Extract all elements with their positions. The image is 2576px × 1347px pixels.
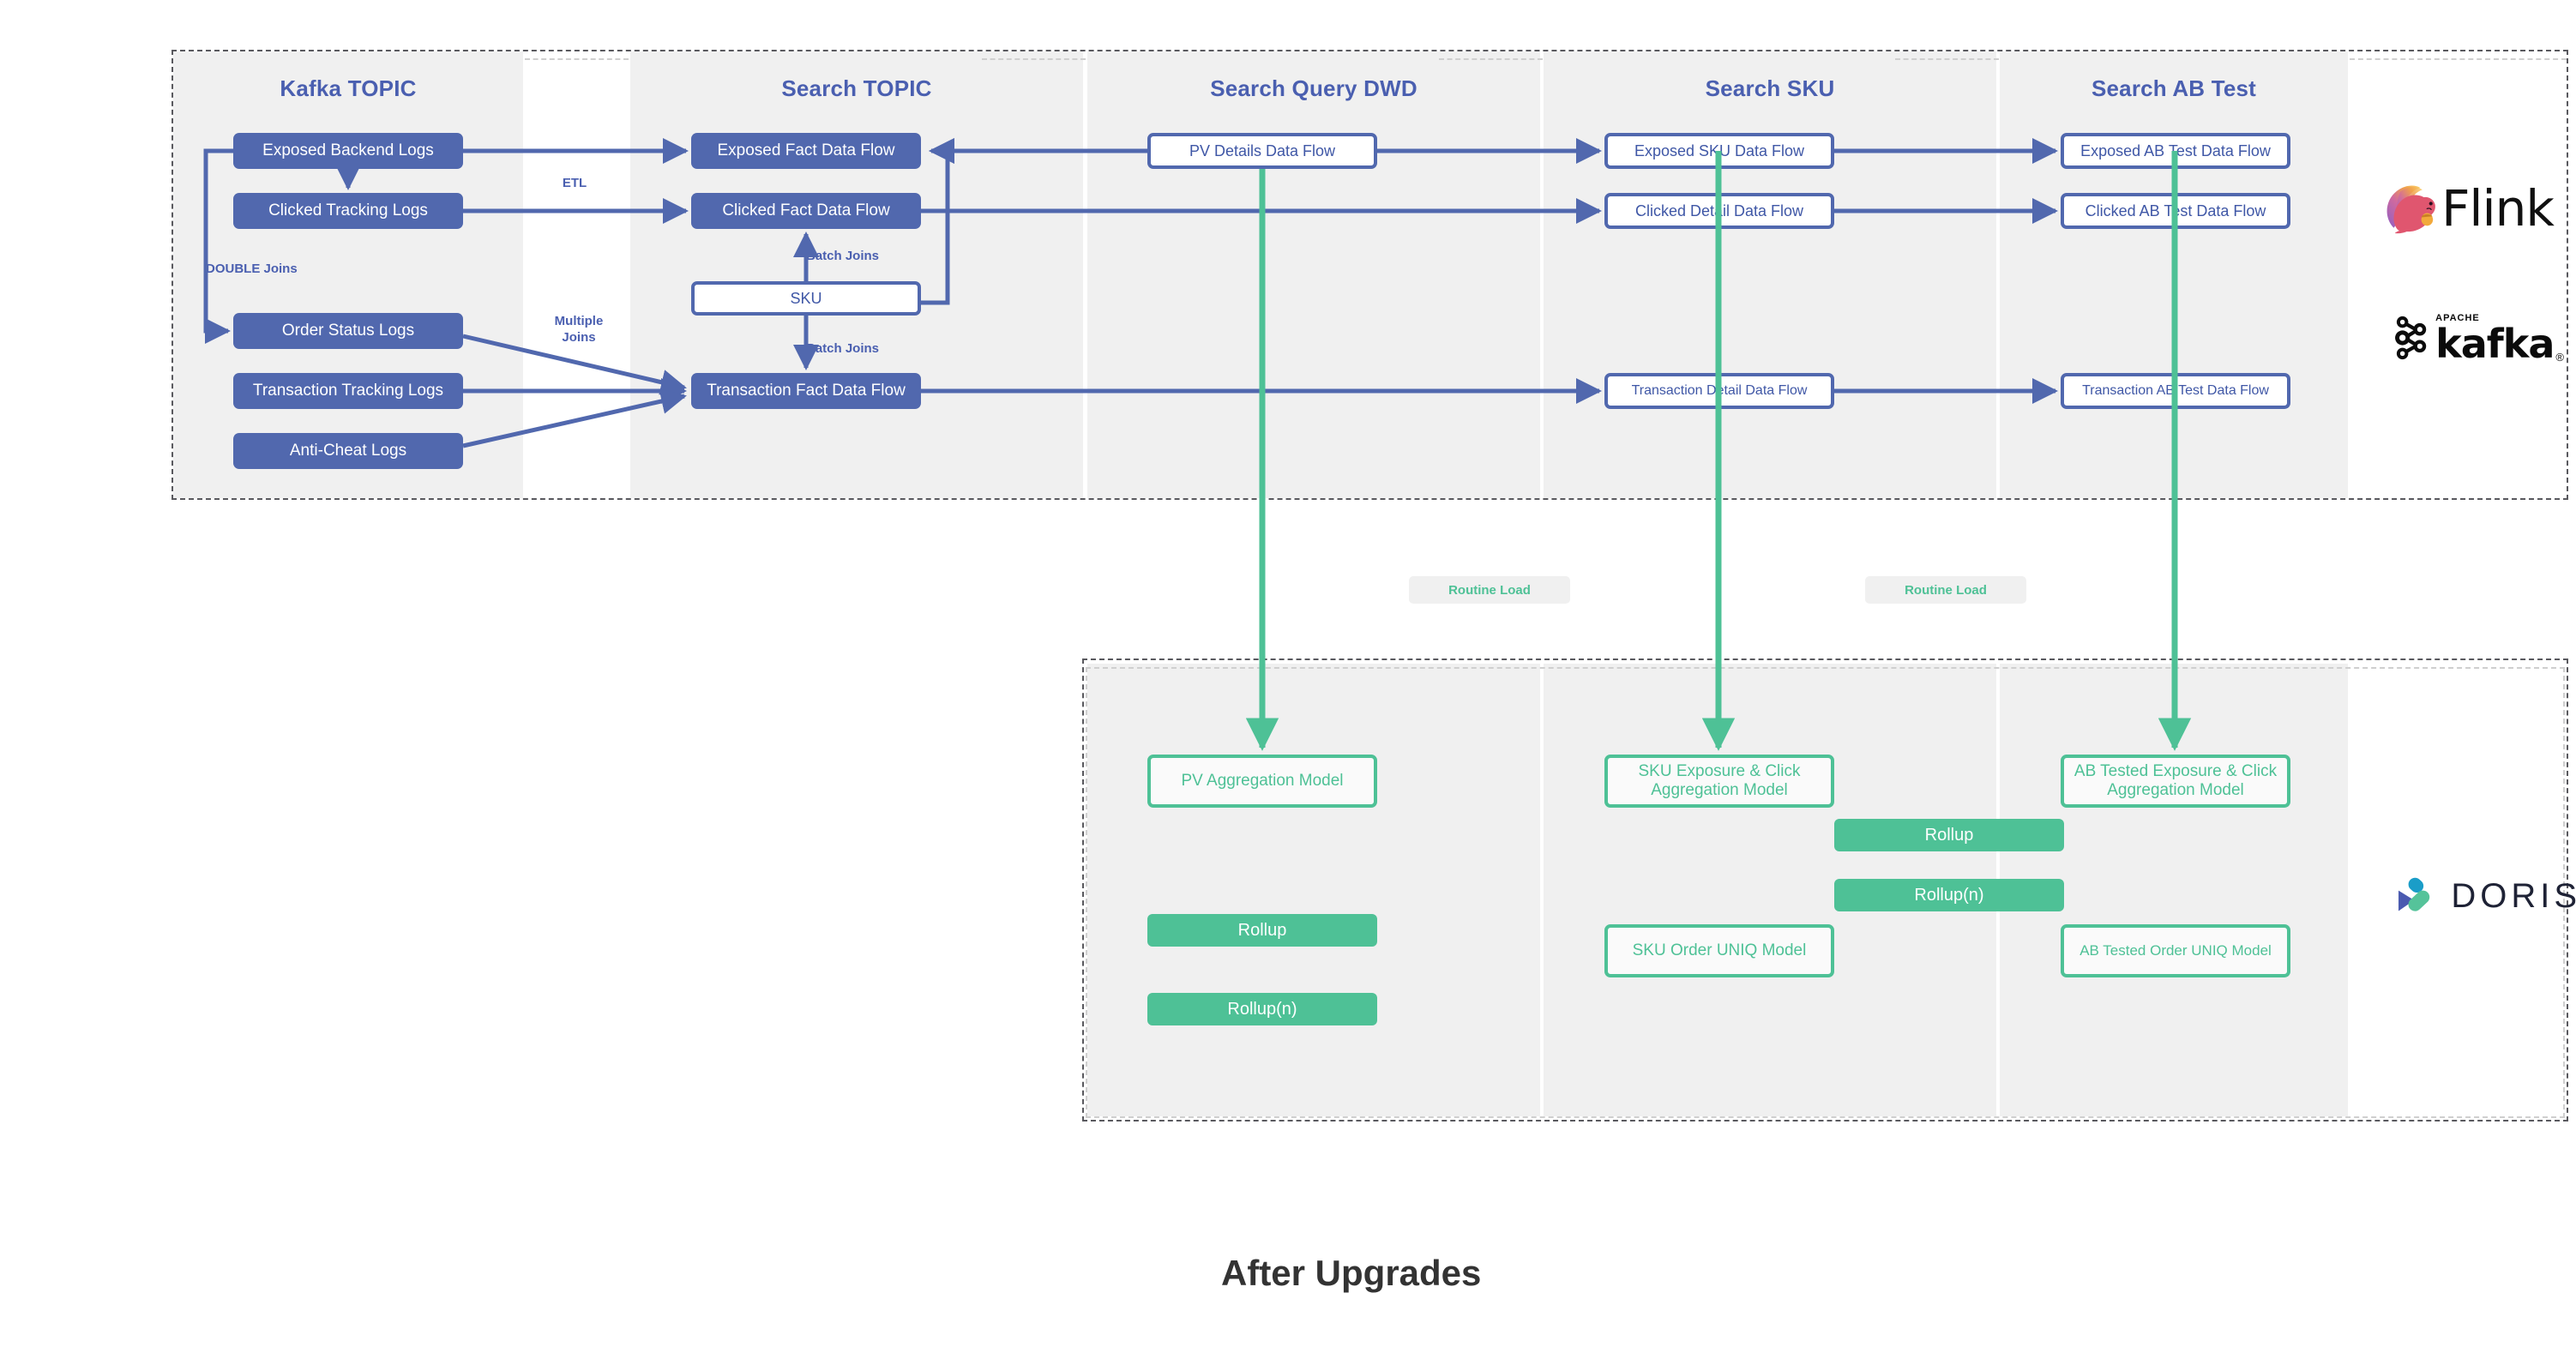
lane-band-search-topic [630,51,1083,498]
node-transaction-fact-data-flow[interactable]: Transaction Fact Data Flow [691,373,921,409]
lane-band-search-ab-test [2000,51,2348,498]
streaming-layer-container [172,50,2568,500]
column-title-search-query-dwd: Search Query DWD [1210,75,1417,101]
column-title-kafka-topic: Kafka TOPIC [280,75,417,101]
node-clicked-tracking-logs[interactable]: Clicked Tracking Logs [233,193,463,229]
node-exposed-ab-test-data-flow[interactable]: Exposed AB Test Data Flow [2061,133,2290,169]
kafka-registered-mark: ® [2555,350,2564,364]
doris-band-pv [1087,664,1540,1116]
node-sku-rollup-n[interactable]: Rollup(n) [1834,879,2064,911]
node-pv-rollup[interactable]: Rollup [1147,914,1377,947]
doris-logo: DORIS [2392,866,2576,926]
node-order-status-logs[interactable]: Order Status Logs [233,313,463,349]
doris-mark-icon [2398,877,2430,911]
flink-squirrel-icon [2386,185,2435,234]
node-ab-tested-exposure-click-aggregation-model[interactable]: AB Tested Exposure & Click Aggregation M… [2061,755,2290,808]
doris-gap-marker-1 [1086,667,2565,1118]
routine-load-pill-1: Routine Load [1409,576,1570,604]
node-anti-cheat-logs[interactable]: Anti-Cheat Logs [233,433,463,469]
node-clicked-ab-test-data-flow[interactable]: Clicked AB Test Data Flow [2061,193,2290,229]
node-transaction-tracking-logs[interactable]: Transaction Tracking Logs [233,373,463,409]
kafka-apache-label: APACHE [2435,312,2480,323]
label-multiple-joins: Multiple Joins [554,314,604,345]
column-title-search-ab-test: Search AB Test [2091,75,2257,101]
lane-band-search-sku [1544,51,1996,498]
column-title-search-sku: Search SKU [1705,75,1835,101]
column-title-search-topic: Search TOPIC [781,75,932,101]
flink-wordmark: Flink [2441,179,2555,238]
lane-gap-marker-1 [525,58,629,500]
node-clicked-detail-data-flow[interactable]: Clicked Detail Data Flow [1604,193,1834,229]
label-batch-joins-upper: Batch Joins [806,249,880,263]
node-exposed-fact-data-flow[interactable]: Exposed Fact Data Flow [691,133,921,169]
lane-band-search-query-dwd [1087,51,1540,498]
lane-gap-marker-3 [1439,58,1543,500]
lane-gap-marker-2 [982,58,1086,500]
node-ab-tested-order-uniq-model[interactable]: AB Tested Order UNIQ Model [2061,924,2290,977]
doris-wordmark: DORIS [2451,877,2576,915]
doris-layer-container [1082,658,2568,1121]
label-etl: ETL [562,176,587,190]
node-transaction-ab-test-data-flow[interactable]: Transaction AB Test Data Flow [2061,373,2290,409]
flink-logo: Flink [2382,161,2555,256]
label-batch-joins-lower: Batch Joins [806,341,880,356]
kafka-mark-icon [2395,316,2427,360]
node-exposed-backend-logs[interactable]: Exposed Backend Logs [233,133,463,169]
node-pv-rollup-n[interactable]: Rollup(n) [1147,993,1377,1025]
lane-gap-marker-5 [2350,58,2567,500]
node-sku[interactable]: SKU [691,281,921,316]
node-sku-order-uniq-model[interactable]: SKU Order UNIQ Model [1604,924,1834,977]
node-sku-exposure-click-aggregation-model[interactable]: SKU Exposure & Click Aggregation Model [1604,755,1834,808]
lane-gap-marker-4 [1895,58,1999,500]
kafka-wordmark: kafka [2435,320,2555,367]
page-caption: After Upgrades [1221,1253,1482,1293]
node-exposed-sku-data-flow[interactable]: Exposed SKU Data Flow [1604,133,1834,169]
node-sku-rollup[interactable]: Rollup [1834,819,2064,851]
node-pv-details-data-flow[interactable]: PV Details Data Flow [1147,133,1377,169]
kafka-logo: APACHE kafka ® [2392,298,2564,377]
node-clicked-fact-data-flow[interactable]: Clicked Fact Data Flow [691,193,921,229]
node-transaction-detail-data-flow[interactable]: Transaction Detail Data Flow [1604,373,1834,409]
label-double-joins: DOUBLE Joins [206,262,298,276]
node-pv-aggregation-model[interactable]: PV Aggregation Model [1147,755,1377,808]
routine-load-pill-2: Routine Load [1865,576,2026,604]
